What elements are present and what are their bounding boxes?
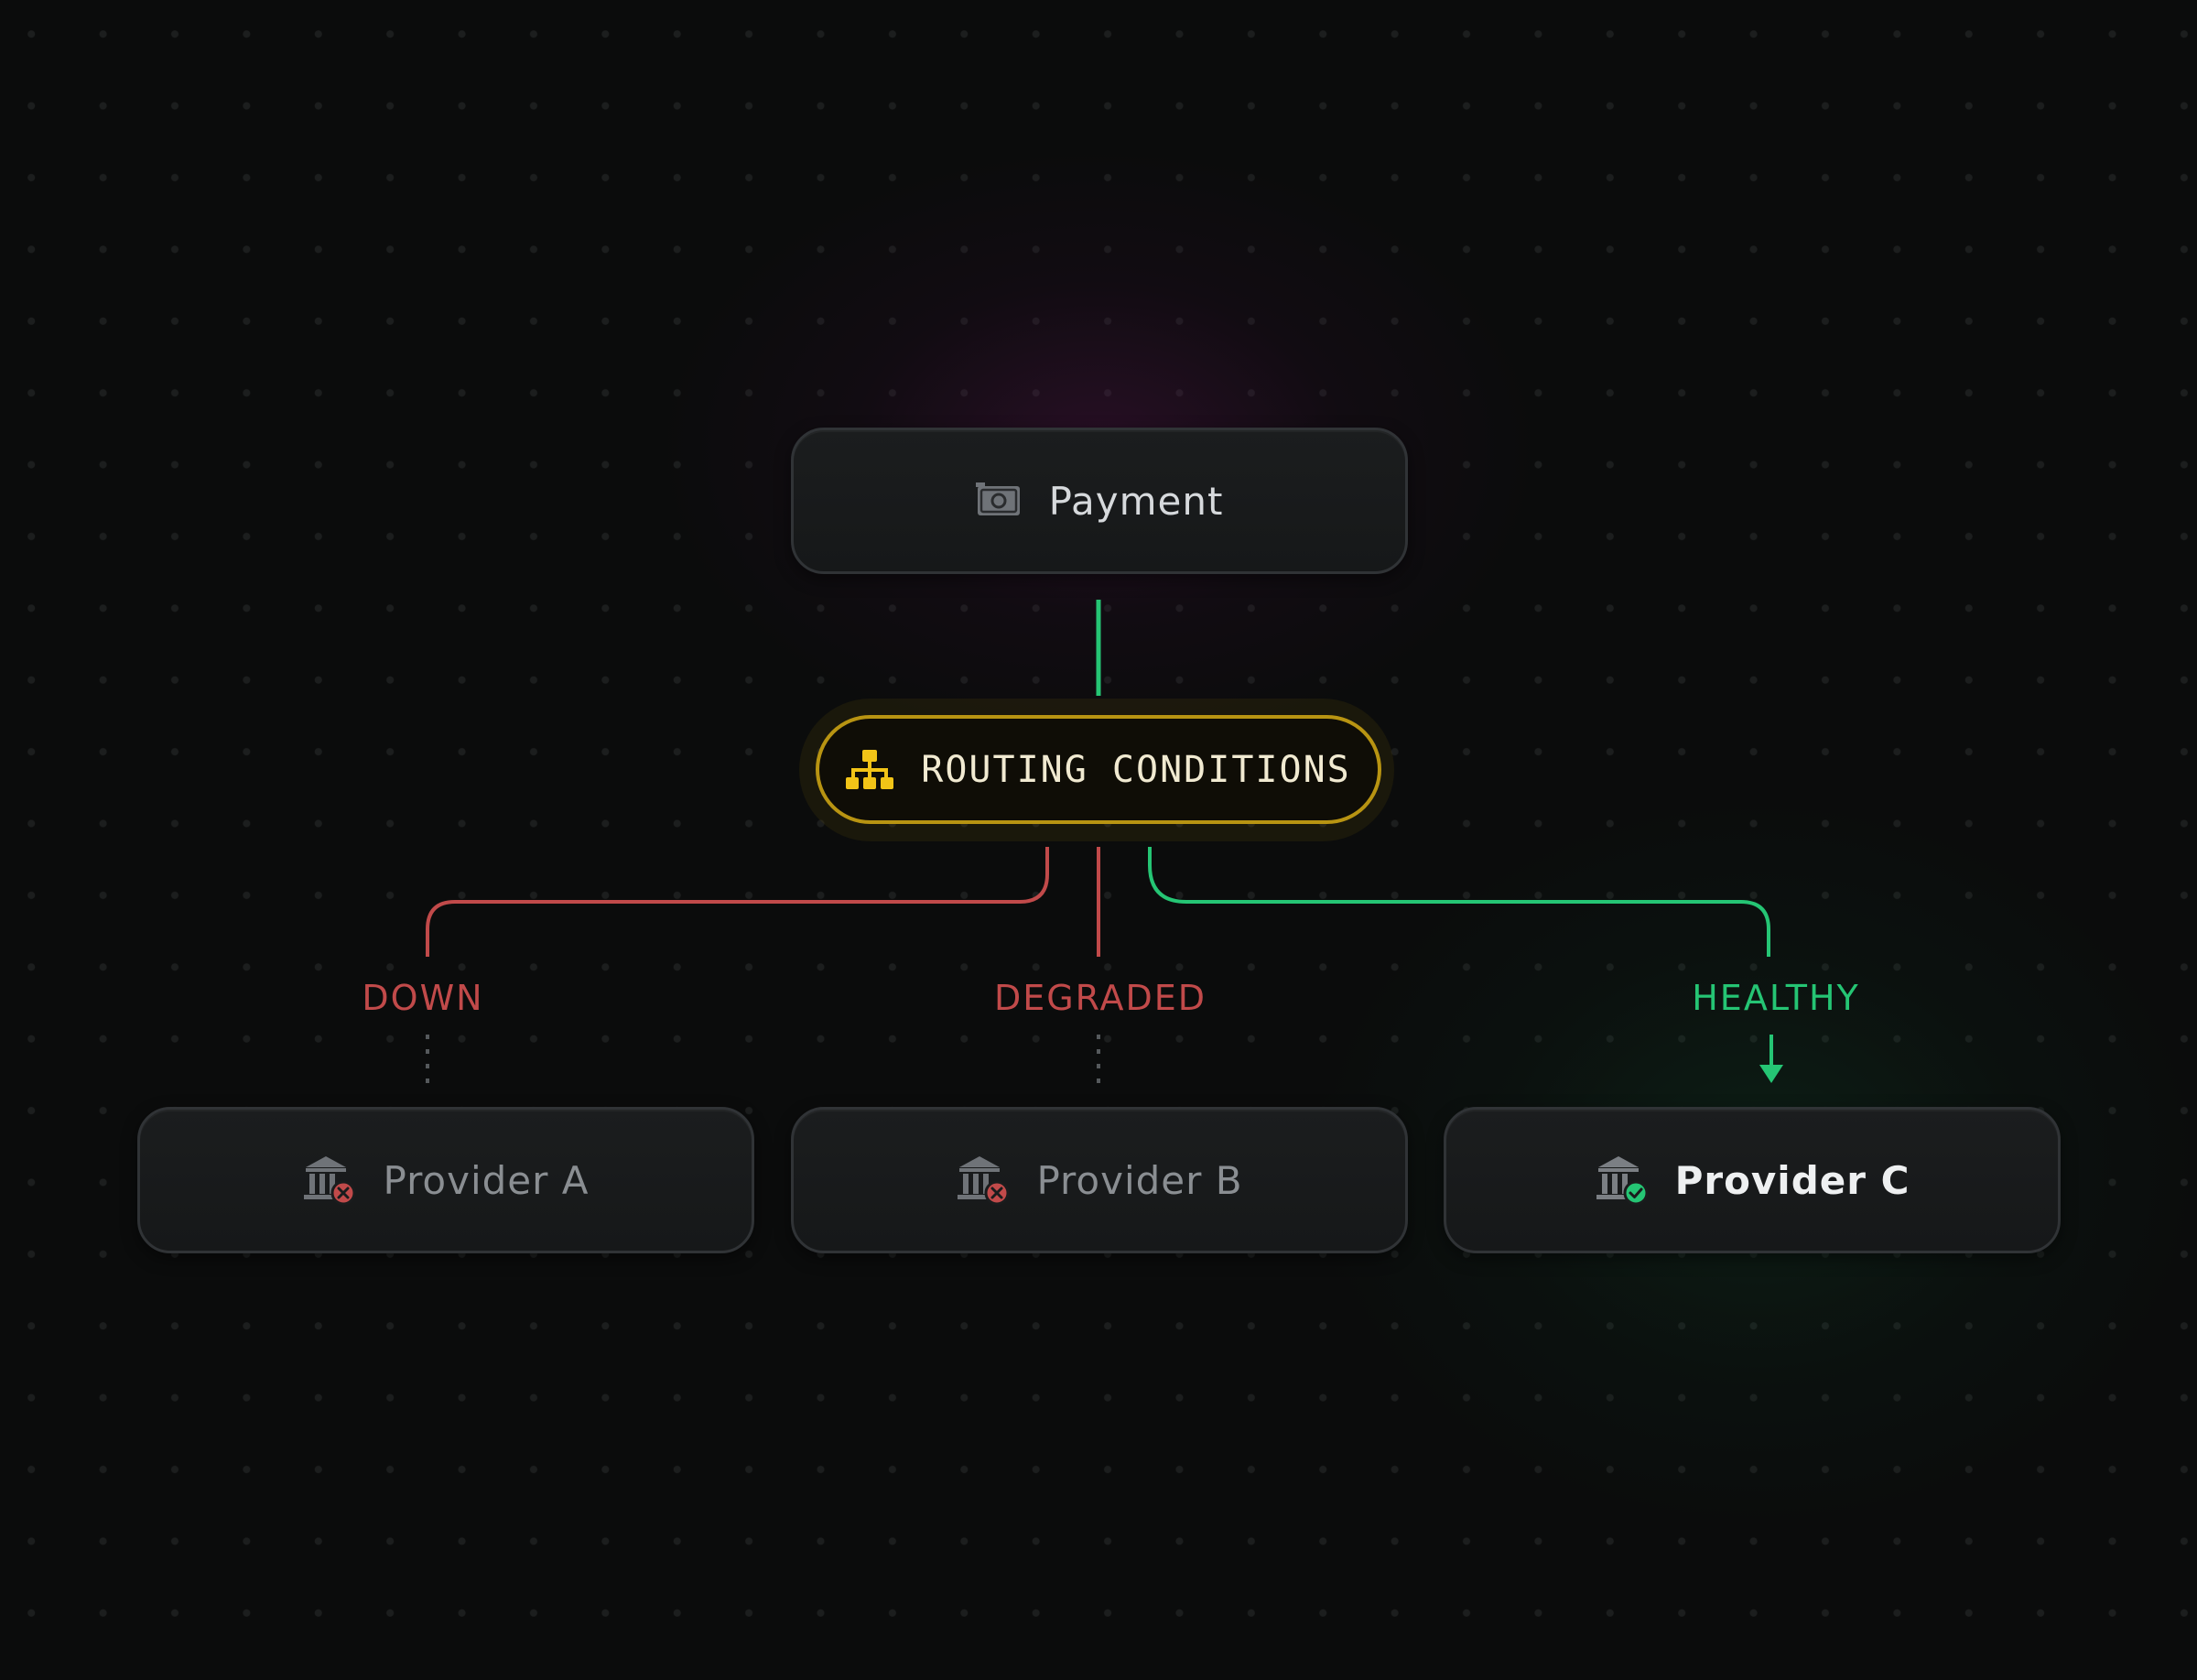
healthy-arrow-head [1759,1065,1783,1083]
routing-conditions-label: ROUTING CONDITIONS [921,748,1351,791]
payment-node[interactable]: Payment [791,428,1408,574]
branch-down-line [426,847,1049,957]
branch-label-degraded: DEGRADED [993,978,1207,1018]
bank-icon [956,1154,1011,1206]
x-circle-icon [984,1180,1010,1206]
banknote-icon [975,481,1023,521]
provider-c-node[interactable]: Provider C [1444,1107,2061,1253]
branch-label-healthy: HEALTHY [1692,978,1860,1018]
x-circle-icon [330,1180,356,1206]
check-circle-icon [1623,1180,1649,1206]
provider-c-label: Provider C [1674,1157,1910,1203]
sitemap-icon [846,748,894,792]
bank-icon [302,1154,357,1206]
payment-label: Payment [1048,478,1224,524]
branch-healthy-line [1148,847,1770,957]
bank-icon [1595,1154,1650,1206]
branch-label-down: DOWN [362,978,484,1018]
provider-a-label: Provider A [383,1157,590,1203]
provider-b-node[interactable]: Provider B [791,1107,1408,1253]
provider-b-label: Provider B [1036,1157,1243,1203]
routing-conditions-node[interactable]: ROUTING CONDITIONS [816,715,1381,824]
provider-a-node[interactable]: Provider A [137,1107,754,1253]
